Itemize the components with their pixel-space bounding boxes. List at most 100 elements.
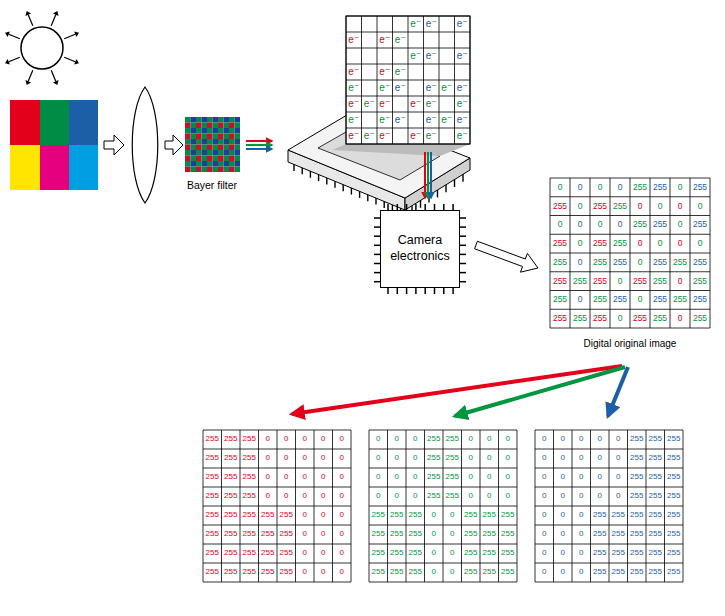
pixel-value: 255 — [570, 314, 590, 323]
electron-charge: e⁻ — [408, 51, 424, 61]
channel-value: 0 — [535, 549, 554, 557]
channel-value: 0 — [259, 435, 278, 443]
channel-value: 0 — [554, 435, 573, 443]
channel-value: 255 — [203, 454, 222, 462]
channel-value: 0 — [369, 492, 388, 500]
pixel-value: 0 — [570, 258, 590, 267]
channel-value: 255 — [499, 511, 518, 519]
channel-value: 0 — [554, 530, 573, 538]
pixel-value: 255 — [570, 277, 590, 286]
channel-value: 0 — [443, 549, 462, 557]
channel-value: 0 — [572, 549, 591, 557]
channel-value: 0 — [554, 549, 573, 557]
channel-value: 0 — [499, 435, 518, 443]
hollow-arrow — [104, 135, 124, 155]
channel-value: 255 — [240, 435, 259, 443]
electron-charge: e⁻ — [408, 131, 424, 141]
electron-charge: e⁻ — [455, 83, 471, 93]
channel-value: 0 — [259, 473, 278, 481]
pixel-value: 255 — [650, 258, 670, 267]
pixel-value: 255 — [550, 277, 570, 286]
channel-value: 255 — [628, 530, 647, 538]
pixel-value: 0 — [670, 220, 690, 229]
channel-value: 0 — [499, 473, 518, 481]
pixel-value: 0 — [570, 220, 590, 229]
channel-value: 255 — [259, 568, 278, 576]
channel-value: 255 — [609, 511, 628, 519]
channel-value: 0 — [406, 454, 425, 462]
channel-value: 255 — [646, 454, 665, 462]
channel-value: 255 — [646, 511, 665, 519]
channel-value: 0 — [277, 454, 296, 462]
pixel-value: 255 — [550, 314, 570, 323]
channel-value: 0 — [480, 454, 499, 462]
pixel-value: 255 — [590, 314, 610, 323]
channel-value: 255 — [388, 549, 407, 557]
pixel-value: 0 — [670, 277, 690, 286]
channel-value: 255 — [462, 549, 481, 557]
pixel-value: 255 — [650, 295, 670, 304]
pixel-value: 0 — [610, 183, 630, 192]
channel-value: 0 — [572, 530, 591, 538]
channel-value: 0 — [314, 473, 333, 481]
pixel-value: 255 — [550, 202, 570, 211]
electron-charge: e⁻ — [377, 83, 393, 93]
channel-value: 255 — [665, 549, 684, 557]
channel-value: 0 — [425, 549, 444, 557]
channel-value: 0 — [296, 549, 315, 557]
channel-value: 255 — [277, 568, 296, 576]
channel-value: 255 — [480, 568, 499, 576]
channel-value: 255 — [646, 568, 665, 576]
electron-charge: e⁻ — [346, 67, 362, 77]
electron-charge: e⁻ — [393, 67, 409, 77]
channel-value: 255 — [406, 511, 425, 519]
electron-charge: e⁻ — [346, 99, 362, 109]
channel-value: 255 — [628, 435, 647, 443]
channel-value: 0 — [609, 454, 628, 462]
electron-charge: e⁻ — [346, 83, 362, 93]
channel-value: 0 — [369, 435, 388, 443]
pixel-value: 0 — [630, 295, 650, 304]
channel-value: 255 — [628, 511, 647, 519]
pixel-grids — [203, 178, 710, 582]
channel-value: 0 — [296, 530, 315, 538]
channel-value: 0 — [480, 473, 499, 481]
hollow-arrow-connector — [475, 241, 538, 272]
channel-value: 255 — [480, 530, 499, 538]
pixel-value: 0 — [610, 277, 630, 286]
channel-value: 255 — [609, 549, 628, 557]
pixel-value: 255 — [610, 202, 630, 211]
channel-value: 255 — [222, 492, 241, 500]
channel-value: 255 — [591, 549, 610, 557]
pixel-value: 255 — [630, 220, 650, 229]
channel-value: 0 — [388, 473, 407, 481]
channel-value: 0 — [572, 454, 591, 462]
channel-value: 255 — [388, 568, 407, 576]
channel-value: 255 — [425, 454, 444, 462]
channel-value: 255 — [222, 435, 241, 443]
pixel-value: 255 — [590, 295, 610, 304]
pixel-value: 255 — [690, 277, 710, 286]
electron-charge: e⁻ — [439, 115, 455, 125]
pixel-value: 255 — [590, 277, 610, 286]
channel-value: 255 — [665, 473, 684, 481]
pixel-value: 255 — [650, 183, 670, 192]
channel-value: 255 — [646, 492, 665, 500]
channel-value: 255 — [628, 454, 647, 462]
electron-charge: e⁻ — [424, 19, 440, 29]
electron-charge: e⁻ — [393, 35, 409, 45]
pixel-value: 255 — [630, 277, 650, 286]
channel-value: 255 — [591, 511, 610, 519]
pixel-value: 0 — [570, 239, 590, 248]
channel-value: 255 — [665, 568, 684, 576]
pixel-value: 0 — [550, 220, 570, 229]
channel-value: 255 — [222, 454, 241, 462]
channel-value: 255 — [203, 511, 222, 519]
channel-value: 255 — [646, 549, 665, 557]
channel-value: 255 — [499, 530, 518, 538]
channel-value: 0 — [554, 492, 573, 500]
electron-charge: e⁻ — [346, 115, 362, 125]
channel-value: 0 — [462, 454, 481, 462]
channel-value: 255 — [222, 511, 241, 519]
electronics-chip-pins — [374, 204, 466, 294]
